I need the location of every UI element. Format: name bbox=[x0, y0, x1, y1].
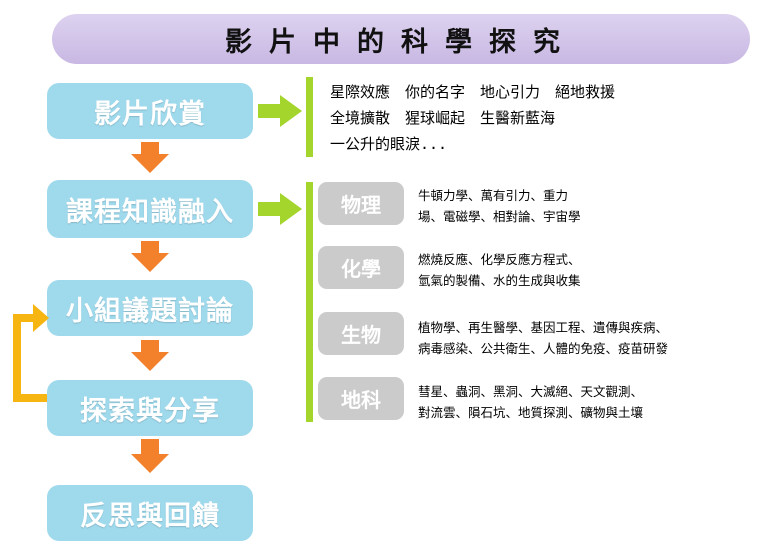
subject-tag-biology: 生物 bbox=[318, 312, 404, 355]
step-label: 影片欣賞 bbox=[94, 98, 206, 130]
biology-topics-line: 病毒感染、公共衛生、人體的免疫、疫苗研發 bbox=[418, 341, 669, 356]
film-list-line: 全境擴散 猩球崛起 生醫新藍海 bbox=[330, 109, 556, 127]
step-label: 小組議題討論 bbox=[66, 295, 234, 327]
step-explore-share: 探索與分享 bbox=[47, 380, 253, 436]
down-arrow-icon bbox=[131, 241, 169, 272]
subject-tag-earth-science: 地科 bbox=[318, 377, 404, 420]
chemistry-topics-line: 氫氣的製備、水的生成與收集 bbox=[418, 273, 581, 288]
step-label: 課程知識融入 bbox=[66, 196, 234, 228]
earth-science-topics-line: 對流雲、隕石坑、地質探測、礦物與土壤 bbox=[418, 405, 644, 420]
step-reflection-feedback: 反思與回饋 bbox=[47, 485, 253, 541]
down-arrow-icon bbox=[131, 340, 169, 371]
biology-topics-line: 植物學、再生醫學、基因工程、遺傳與疾病、 bbox=[418, 320, 669, 335]
right-arrow-icon bbox=[258, 193, 302, 225]
down-arrow-icon bbox=[131, 439, 169, 473]
subject-tag-physics: 物理 bbox=[318, 182, 404, 225]
subject-tag-chemistry: 化學 bbox=[318, 246, 404, 289]
physics-topics-line: 牛頓力學、萬有引力、重力 bbox=[418, 188, 569, 203]
step-curriculum-integration: 課程知識融入 bbox=[47, 180, 253, 238]
earth-science-topics-line: 彗星、蟲洞、黑洞、大滅絕、天文觀測、 bbox=[418, 384, 644, 399]
chemistry-topics-line: 燃燒反應、化學反應方程式、 bbox=[418, 252, 581, 267]
step-label: 反思與回饋 bbox=[80, 500, 220, 532]
film-list-line: 星際效應 你的名字 地心引力 絕地救援 bbox=[330, 83, 616, 101]
loop-back-arrow-icon bbox=[13, 304, 49, 402]
step-film-viewing: 影片欣賞 bbox=[47, 83, 253, 139]
title-banner: 影片中的科學探究 bbox=[52, 14, 750, 64]
down-arrow-icon bbox=[131, 142, 169, 173]
right-arrow-icon bbox=[258, 95, 302, 127]
film-list-line: 一公升的眼淚... bbox=[330, 135, 448, 153]
step-group-discussion: 小組議題討論 bbox=[47, 280, 253, 336]
diagram-title: 影片中的科學探究 bbox=[225, 26, 577, 58]
subjects-bracket-bar bbox=[306, 182, 313, 422]
step-label: 探索與分享 bbox=[80, 395, 220, 427]
films-bracket-bar bbox=[306, 77, 313, 157]
physics-topics-line: 場、電磁學、相對論、宇宙學 bbox=[418, 209, 581, 224]
